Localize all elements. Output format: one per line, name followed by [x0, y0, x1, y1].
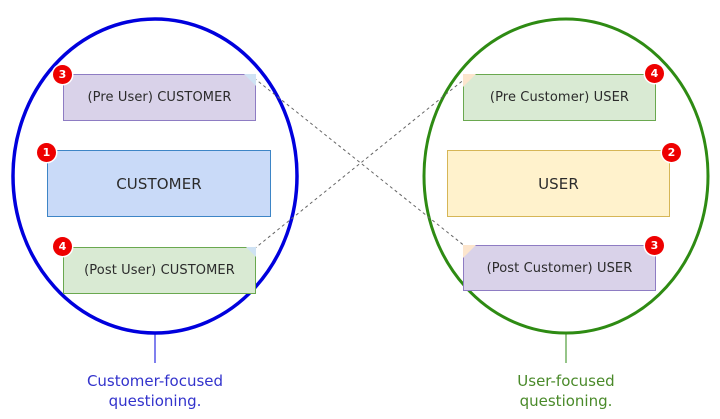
step-badge: 3 — [645, 236, 664, 255]
corner-fold-icon — [246, 247, 256, 257]
caption-line: questioning. — [108, 392, 202, 410]
box-label: CUSTOMER — [116, 174, 202, 193]
caption-line: questioning. — [519, 392, 613, 410]
step-badge: 4 — [645, 64, 664, 83]
post-user-customer-box: (Post User) CUSTOMER — [63, 247, 256, 294]
caption-line: Customer-focused — [86, 372, 224, 390]
box-label: (Post Customer) USER — [486, 260, 633, 276]
box-label: (Pre Customer) USER — [489, 90, 630, 105]
user-box: USER — [447, 150, 670, 217]
step-badge: 1 — [37, 143, 56, 162]
step-badge: 2 — [662, 143, 681, 162]
pre-customer-user-box: (Pre Customer) USER — [463, 74, 656, 121]
step-badge: 4 — [53, 237, 72, 256]
pre-user-customer-box: (Pre User) CUSTOMER — [63, 74, 256, 121]
corner-fold-icon — [463, 74, 476, 87]
connector-pre-user-to-post-customer — [253, 77, 467, 248]
customer-focused-caption: Customer-focused questioning. — [55, 371, 255, 411]
corner-fold-icon — [244, 74, 256, 86]
post-customer-user-box: (Post Customer) USER — [463, 245, 656, 291]
customer-box: CUSTOMER — [47, 150, 271, 217]
caption-line: User-focused — [517, 372, 615, 390]
connector-post-user-to-pre-customer — [253, 77, 467, 250]
box-label: USER — [538, 174, 579, 193]
box-label: (Pre User) CUSTOMER — [87, 90, 232, 105]
box-label: (Post User) CUSTOMER — [84, 263, 235, 278]
step-badge: 3 — [53, 65, 72, 84]
corner-fold-icon — [463, 245, 476, 258]
user-focused-caption: User-focused questioning. — [466, 371, 666, 411]
